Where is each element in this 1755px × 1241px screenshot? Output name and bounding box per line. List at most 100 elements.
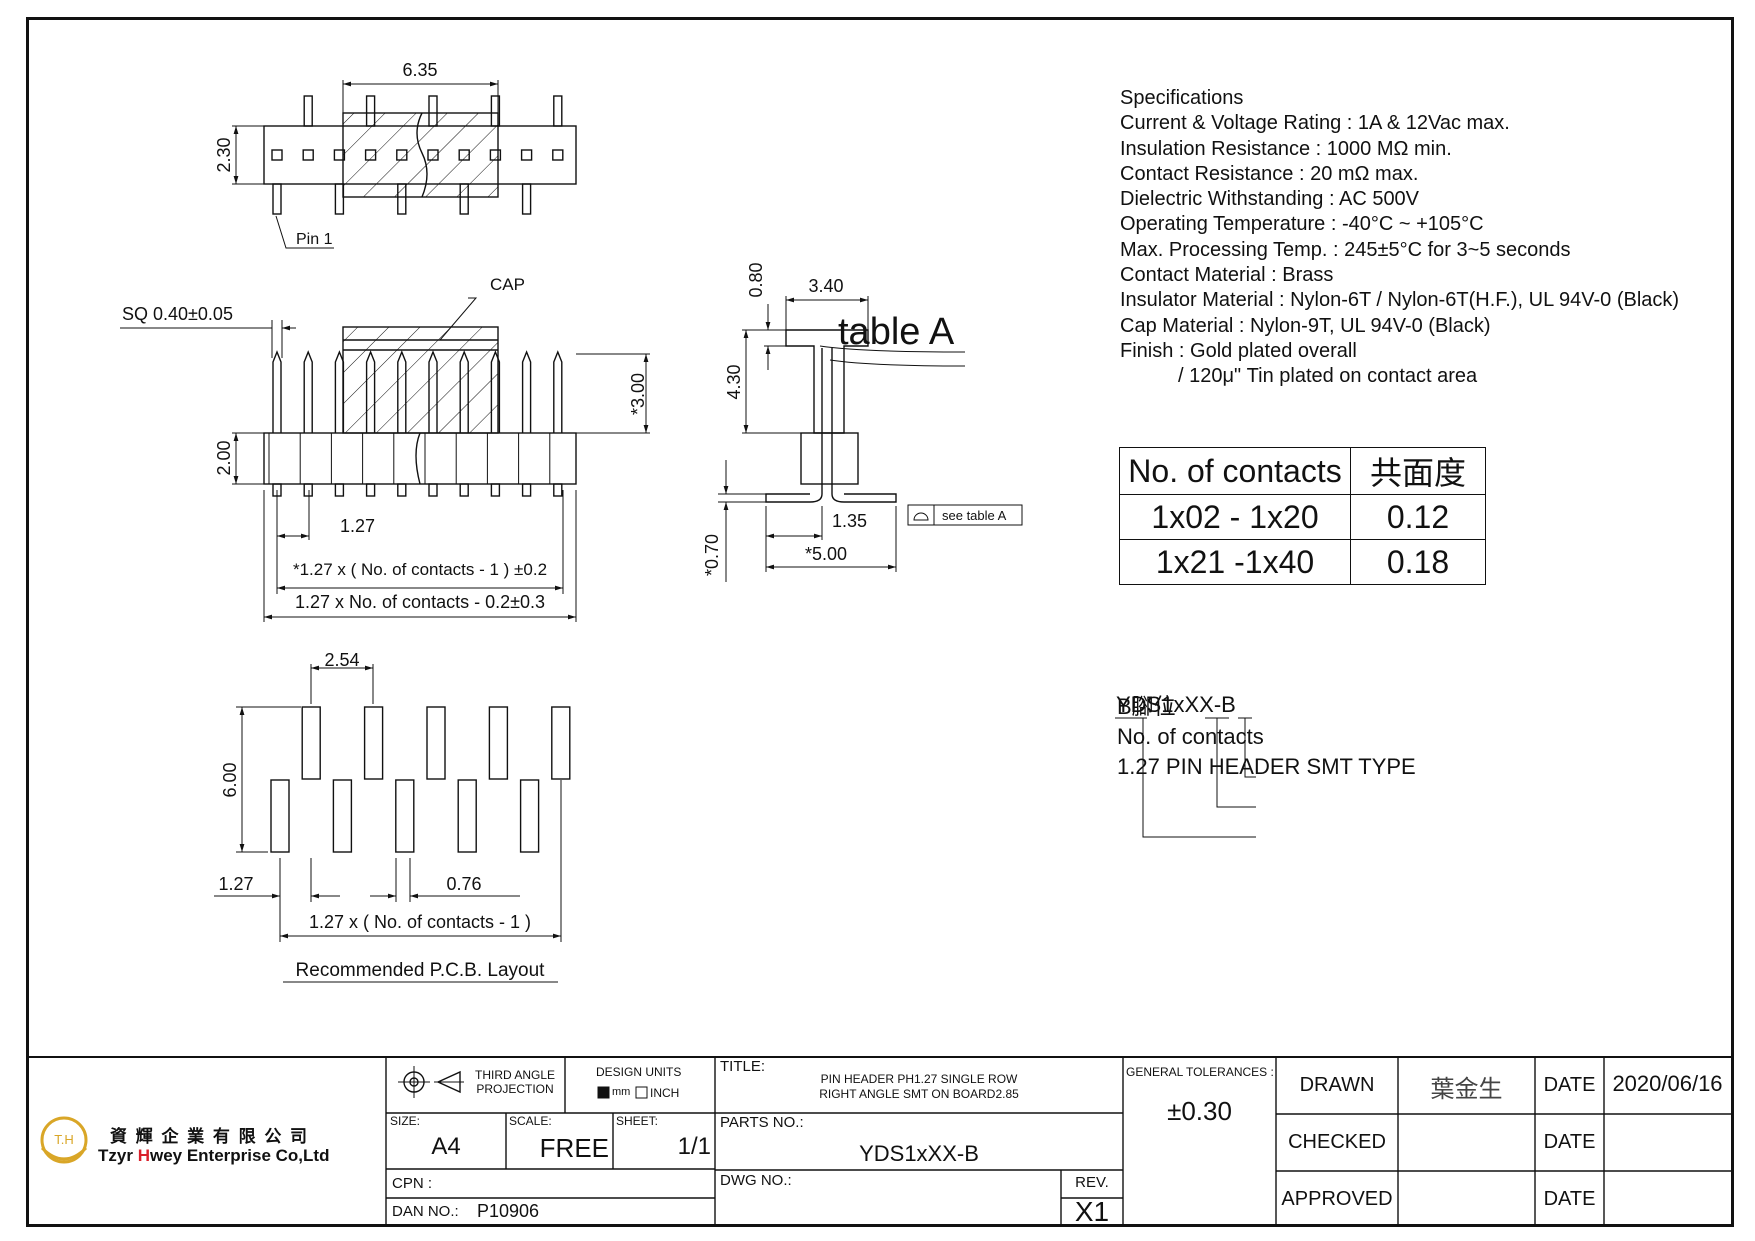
spec-line-finish-2: / 120μ" Tin plated on contact area <box>1178 365 1478 388</box>
title-block-grid <box>28 1056 1731 1225</box>
front-pin-tail <box>428 483 438 497</box>
approved-date-label: DATE <box>1543 1188 1596 1210</box>
front-pin <box>365 350 376 433</box>
front-pin <box>490 350 501 433</box>
logo-text: T.H <box>54 1132 74 1147</box>
pin1-label: Pin 1 <box>296 231 333 248</box>
pcb-pad <box>519 779 540 853</box>
spec-line: Max. Processing Temp. : 245±5°C for 3~5 … <box>1120 238 1571 261</box>
front-dim-body-height: 2.00 <box>214 440 234 475</box>
pcb-pad <box>426 706 446 780</box>
table-cell: 0.12 <box>1350 494 1486 540</box>
pcb-pad <box>457 779 477 853</box>
rev-value: X1 <box>1074 1196 1110 1227</box>
part-number-labels: B腳位 No. of contacts 1.27 PIN HEADER SMT … <box>1117 692 1416 782</box>
pcb-dim-254: 2.54 <box>324 650 359 670</box>
front-pin-tail <box>365 483 376 497</box>
drawn-by: 葉金生 <box>1430 1076 1503 1103</box>
top-pin-square <box>552 149 564 161</box>
pcb-dim-127: 1.27 <box>218 874 253 894</box>
coplanarity-table: No. of contacts 共面度 1x02 - 1x20 0.12 1x2… <box>1119 447 1486 585</box>
top-pin-lead <box>303 95 313 127</box>
top-pin-square <box>302 149 314 161</box>
top-dim-pitch: 6.35 <box>402 60 437 80</box>
pcb-pad <box>551 706 571 780</box>
checked-date-label: DATE <box>1543 1131 1596 1153</box>
spec-line: Dielectric Withstanding : AC 500V <box>1120 188 1420 211</box>
side-dim-430: 4.30 <box>724 364 744 399</box>
top-pin-lead <box>272 183 282 215</box>
spec-line: Contact Resistance : 20 mΩ max. <box>1120 162 1419 185</box>
see-table-a-label: see table A <box>942 508 1007 523</box>
dan-no-value: P10906 <box>477 1201 540 1221</box>
front-pin-tail <box>303 483 313 497</box>
parts-no-label: PARTS NO.: <box>720 1114 804 1131</box>
front-pin <box>521 350 532 433</box>
pcb-dim-076: 0.76 <box>446 874 481 894</box>
dan-no-label: DAN NO.: <box>392 1203 459 1220</box>
front-pin <box>428 350 438 433</box>
company-name-cn: 資 輝 企 業 有 限 公 司 <box>110 1127 310 1146</box>
table-cell: 1x02 - 1x20 <box>1119 494 1351 540</box>
front-pin <box>272 350 282 433</box>
sheet-label: SHEET: <box>616 1114 659 1128</box>
header-contacts: No. of contacts <box>1119 447 1351 495</box>
spec-line: Finish : Gold plated overall <box>1120 339 1357 362</box>
table-row: 1x02 - 1x20 0.12 <box>1119 494 1486 540</box>
drawn-date: 2020/06/16 <box>1612 1071 1723 1096</box>
title-label: TITLE: <box>720 1058 766 1075</box>
spec-line: Insulation Resistance : 1000 MΩ min. <box>1120 137 1452 160</box>
company-name-en: Tzyr Hwey Enterprise Co,Ltd <box>98 1146 330 1165</box>
pn-b-label: B腳位 <box>1117 694 1176 719</box>
top-pin-square <box>271 149 283 161</box>
drawn-date-label: DATE <box>1543 1074 1596 1096</box>
top-pin-lead <box>521 183 532 215</box>
front-pin-tail <box>521 483 532 497</box>
pcb-dim-total: 1.27 x ( No. of contacts - 1 ) <box>309 912 531 932</box>
side-dim-340: 3.40 <box>808 276 843 296</box>
side-dim-500: *5.00 <box>805 544 847 564</box>
company-logo <box>40 1116 88 1164</box>
front-pin-tail <box>397 483 407 497</box>
scale-value: FREE <box>539 1133 609 1163</box>
side-dim-070: *0.70 <box>702 534 722 576</box>
pcb-pad <box>270 779 290 853</box>
projection-label: THIRD ANGLE PROJECTION <box>474 1068 555 1096</box>
front-dim-total-2: 1.27 x No. of contacts - 0.2±0.3 <box>295 592 545 612</box>
parts-no-value: YDS1xXX-B <box>859 1141 979 1166</box>
size-value: A4 <box>431 1133 461 1160</box>
top-pin-lead <box>553 95 563 127</box>
spec-heading: Specifications <box>1120 87 1244 109</box>
dwg-no-label: DWG NO.: <box>720 1172 792 1189</box>
specifications: Specifications Current & Voltage Rating … <box>1120 86 1679 390</box>
top-view <box>232 80 577 249</box>
front-dim-cap-height: *3.00 <box>628 373 648 415</box>
front-view <box>120 297 650 622</box>
cpn-label: CPN : <box>392 1175 433 1192</box>
part-number-code: YDS1xXX-B <box>1116 692 1236 717</box>
side-dim-135: 1.35 <box>832 511 867 531</box>
table-header-row: No. of contacts 共面度 <box>1119 447 1486 495</box>
drawn-label: DRAWN <box>1299 1074 1375 1096</box>
unit-inch: INCH <box>650 1086 680 1100</box>
pn-type-label: 1.27 PIN HEADER SMT TYPE <box>1117 754 1416 779</box>
front-dim-total-1: *1.27 x ( No. of contacts - 1 ) ±0.2 <box>293 560 547 579</box>
front-pin-tail <box>334 483 345 497</box>
table-cell: 0.18 <box>1350 539 1486 585</box>
spec-line: Operating Temperature : -40°C ~ +105°C <box>1120 213 1484 236</box>
spec-line: Cap Material : Nylon-9T, UL 94V-0 (Black… <box>1120 314 1491 337</box>
spec-line: Current & Voltage Rating : 1A & 12Vac ma… <box>1120 112 1510 135</box>
top-pin-lead <box>334 183 345 215</box>
design-units-label: DESIGN UNITS <box>596 1065 682 1079</box>
title-line-1: PIN HEADER PH1.27 SINGLE ROW <box>820 1072 1018 1086</box>
pcb-pad <box>395 779 415 853</box>
table-row: 1x21 -1x40 0.18 <box>1119 539 1486 585</box>
size-label: SIZE: <box>390 1114 421 1128</box>
front-dim-pitch: 1.27 <box>340 516 375 536</box>
part-number-decode <box>1115 717 1256 838</box>
front-pin <box>553 350 563 433</box>
pcb-dim-600: 6.00 <box>220 762 240 797</box>
rev-label: REV. <box>1075 1174 1109 1191</box>
sq-label: SQ 0.40±0.05 <box>122 304 233 324</box>
